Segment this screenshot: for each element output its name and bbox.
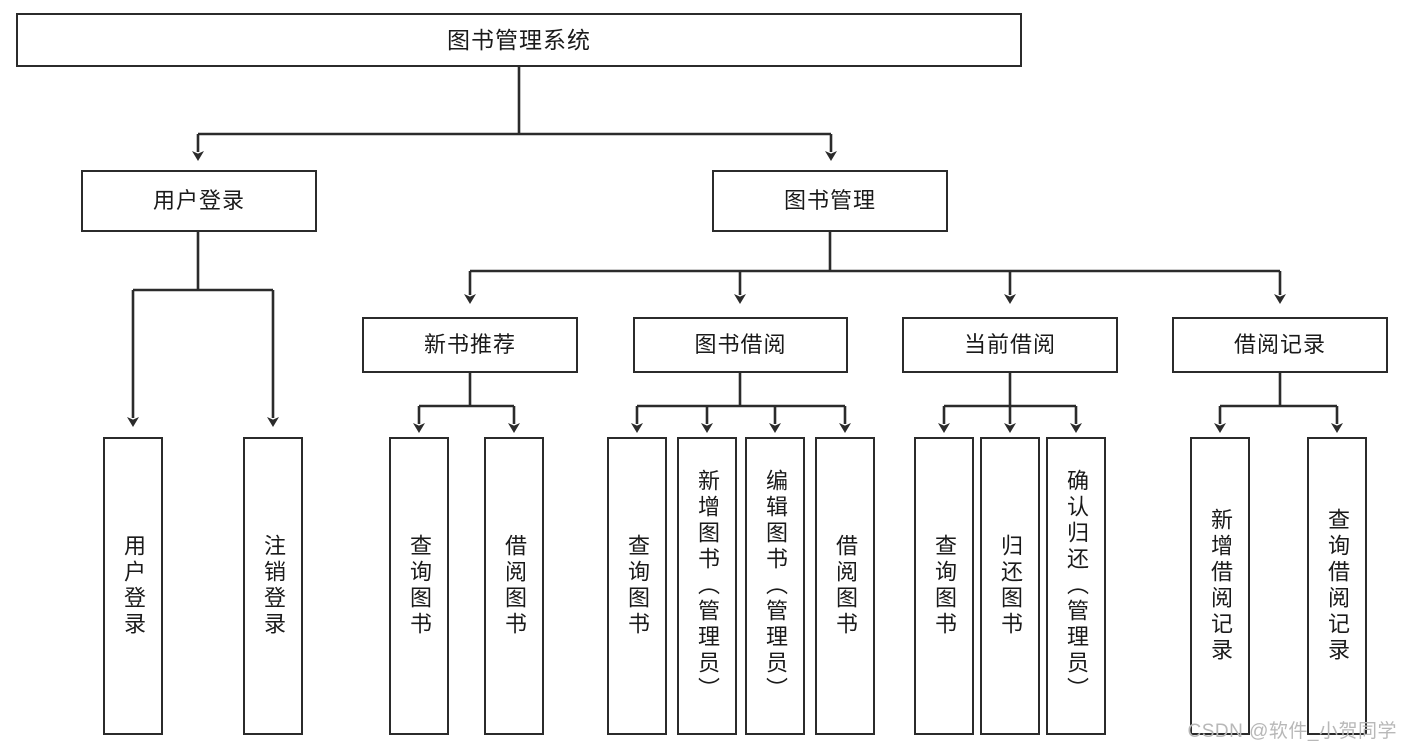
leaf-confirm-return-label: 确认归还（管理员） [1063,469,1089,703]
node-current-borrow[interactable]: 当前借阅 [902,317,1118,373]
leaf-query-record-label: 查询借阅记录 [1324,508,1350,664]
leaf-user-logout[interactable]: 注销登录 [243,437,303,735]
leaf-borrow-book-1[interactable]: 借阅图书 [484,437,544,735]
node-new-book-recommend[interactable]: 新书推荐 [362,317,578,373]
leaf-query-book-1-label: 查询图书 [406,534,432,638]
leaf-add-record[interactable]: 新增借阅记录 [1190,437,1250,735]
node-user-login-label: 用户登录 [152,188,245,214]
leaf-query-book-2-label: 查询图书 [624,534,650,638]
node-book-borrow[interactable]: 图书借阅 [633,317,848,373]
node-root[interactable]: 图书管理系统 [16,13,1022,67]
leaf-confirm-return[interactable]: 确认归还（管理员） [1046,437,1106,735]
node-current-borrow-label: 当前借阅 [963,332,1056,358]
node-borrow-record-label: 借阅记录 [1233,332,1326,358]
leaf-query-book-2[interactable]: 查询图书 [607,437,667,735]
node-book-manage-label: 图书管理 [783,188,876,214]
leaf-add-book-label: 新增图书（管理员） [694,469,720,703]
leaf-query-book-3-label: 查询图书 [931,534,957,638]
leaf-query-record[interactable]: 查询借阅记录 [1307,437,1367,735]
leaf-query-book-3[interactable]: 查询图书 [914,437,974,735]
node-new-book-recommend-label: 新书推荐 [423,332,516,358]
watermark: CSDN @软件_小贺同学 [1187,721,1397,742]
leaf-add-book[interactable]: 新增图书（管理员） [677,437,737,735]
node-user-login[interactable]: 用户登录 [81,170,317,232]
leaf-edit-book[interactable]: 编辑图书（管理员） [745,437,805,735]
leaf-query-book-1[interactable]: 查询图书 [389,437,449,735]
leaf-user-login-label: 用户登录 [120,534,146,638]
leaf-user-logout-label: 注销登录 [260,534,286,638]
leaf-borrow-book-1-label: 借阅图书 [501,534,527,638]
leaf-edit-book-label: 编辑图书（管理员） [762,469,788,703]
leaf-return-book[interactable]: 归还图书 [980,437,1040,735]
node-root-label: 图书管理系统 [447,26,591,53]
leaf-borrow-book-2[interactable]: 借阅图书 [815,437,875,735]
node-book-manage[interactable]: 图书管理 [712,170,948,232]
leaf-add-record-label: 新增借阅记录 [1207,508,1233,664]
node-borrow-record[interactable]: 借阅记录 [1172,317,1388,373]
leaf-user-login[interactable]: 用户登录 [103,437,163,735]
leaf-return-book-label: 归还图书 [997,534,1023,638]
leaf-borrow-book-2-label: 借阅图书 [832,534,858,638]
node-book-borrow-label: 图书借阅 [694,332,787,358]
